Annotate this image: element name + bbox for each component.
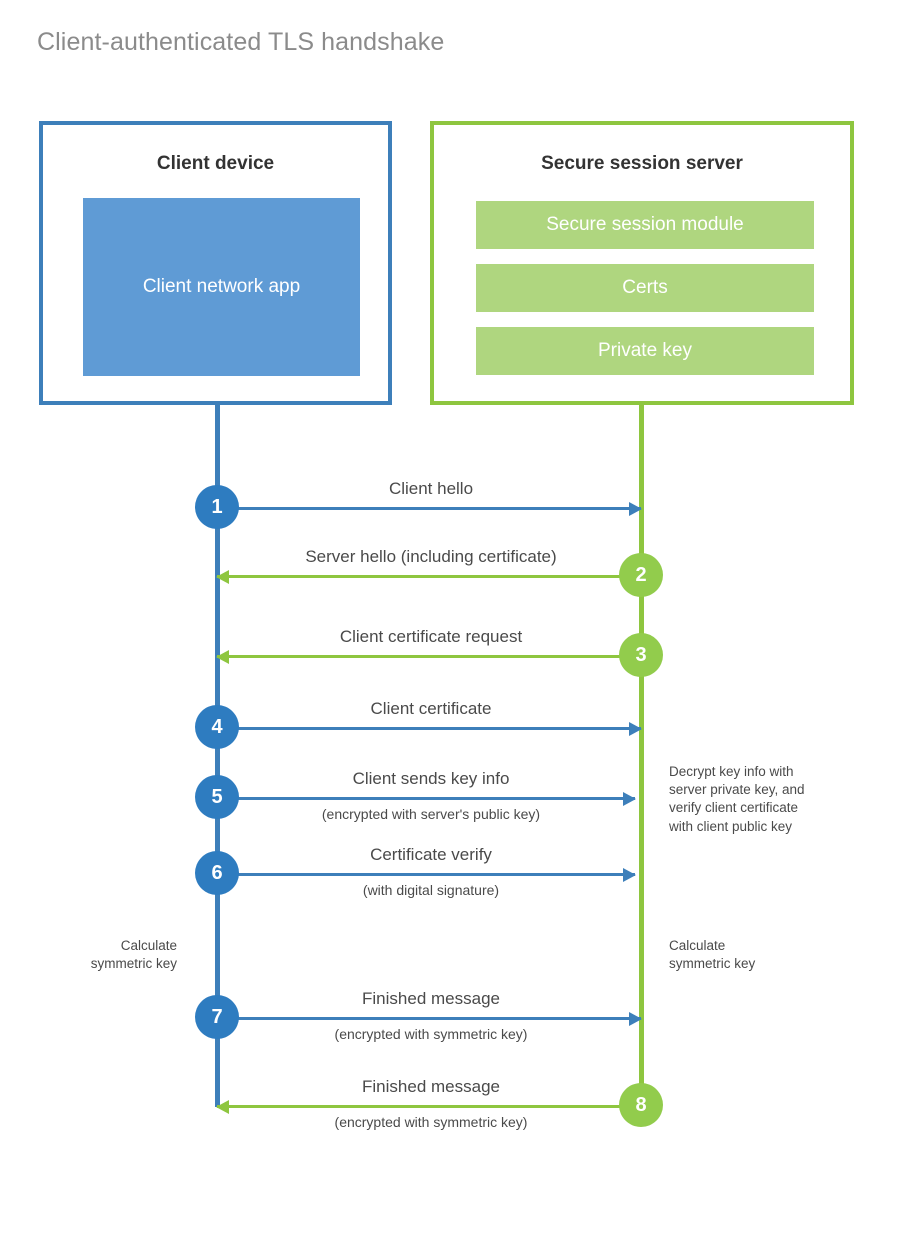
arrow-shaft — [217, 797, 635, 800]
step-badge-2[interactable]: 2 — [619, 553, 663, 597]
server-block-certs: Certs — [476, 264, 814, 312]
client-lifeline — [215, 405, 220, 1107]
message-label-3: Client certificate request — [339, 627, 523, 646]
arrow-step-2 — [216, 569, 641, 584]
message-label-6: Certificate verify — [370, 845, 492, 864]
step-badge-7[interactable]: 7 — [195, 995, 239, 1039]
arrow-step-7 — [217, 1011, 642, 1026]
message-label-5: Client sends key info — [352, 769, 510, 788]
arrow-step-4 — [217, 721, 642, 736]
message-sublabel-7: (encrypted with symmetric key) — [334, 1026, 528, 1042]
note-server-decrypt: Decrypt key info with server private key… — [669, 764, 805, 834]
note-client-calculate-symmetric-key: Calculate symmetric key — [90, 938, 177, 972]
client-network-app-block: Client network app — [83, 198, 360, 376]
message-label-8: Finished message — [362, 1077, 500, 1096]
arrow-shaft — [217, 1017, 641, 1020]
message-label-1: Client hello — [388, 479, 474, 498]
message-sublabel-5: (encrypted with server's public key) — [321, 806, 541, 822]
secure-session-server-box: Secure session server Secure session mod… — [430, 121, 854, 405]
page-title: Client-authenticated TLS handshake — [37, 28, 445, 56]
step-badge-4[interactable]: 4 — [195, 705, 239, 749]
arrow-step-1 — [217, 501, 642, 516]
arrow-head-icon — [623, 791, 636, 806]
arrow-head-icon — [623, 867, 636, 882]
step-badge-5[interactable]: 5 — [195, 775, 239, 819]
step-badge-1[interactable]: 1 — [195, 485, 239, 529]
arrow-head-icon — [216, 569, 229, 584]
arrow-step-8 — [216, 1099, 641, 1114]
arrow-step-6 — [217, 867, 636, 882]
arrow-shaft — [217, 727, 641, 730]
server-block-private-key: Private key — [476, 327, 814, 375]
arrow-head-icon — [629, 501, 642, 516]
message-sublabel-8: (encrypted with symmetric key) — [334, 1114, 528, 1130]
server-block-secure-session-module: Secure session module — [476, 201, 814, 249]
arrow-head-icon — [629, 721, 642, 736]
arrow-shaft — [217, 655, 641, 658]
server-lifeline — [639, 405, 644, 1106]
arrow-shaft — [217, 575, 641, 578]
message-sublabel-6: (with digital signature) — [362, 882, 500, 898]
secure-session-server-title: Secure session server — [541, 153, 743, 174]
arrow-head-icon — [216, 649, 229, 664]
arrow-head-icon — [629, 1011, 642, 1026]
note-server-calculate-symmetric-key: Calculate symmetric key — [669, 938, 756, 972]
arrow-step-3 — [216, 649, 641, 664]
step-badge-6[interactable]: 6 — [195, 851, 239, 895]
client-device-box: Client device Client network app — [39, 121, 392, 405]
message-label-2: Server hello (including certificate) — [305, 547, 557, 566]
arrow-head-icon — [216, 1099, 229, 1114]
client-device-title: Client device — [156, 153, 275, 174]
step-badge-3[interactable]: 3 — [619, 633, 663, 677]
arrow-shaft — [217, 873, 635, 876]
arrow-shaft — [217, 507, 641, 510]
step-badge-8[interactable]: 8 — [619, 1083, 663, 1127]
arrow-shaft — [217, 1105, 641, 1108]
arrow-step-5 — [217, 791, 636, 806]
message-label-7: Finished message — [362, 989, 500, 1008]
message-label-4: Client certificate — [370, 699, 492, 718]
